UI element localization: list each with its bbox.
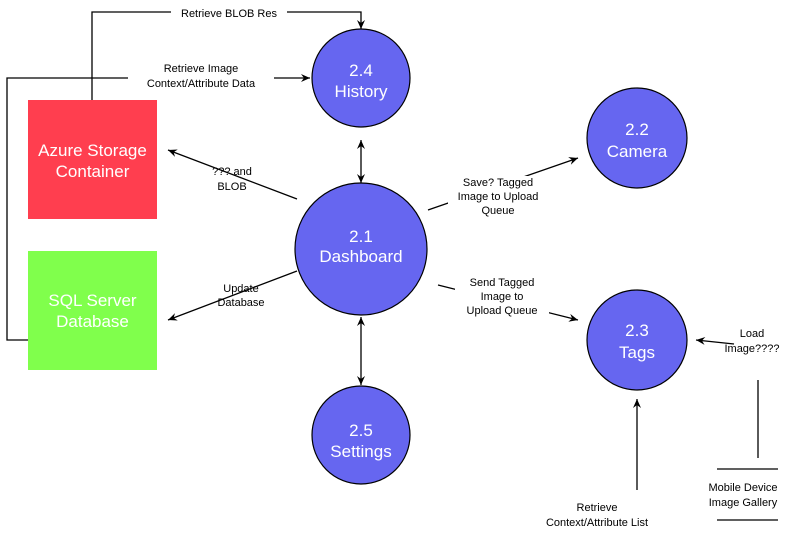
send-tagged-text-2: Image to: [481, 291, 524, 303]
update-database-text-2: Database: [217, 297, 264, 309]
label-update-database: Update Database: [217, 283, 264, 309]
flow-update-database-line: [167, 270, 298, 321]
retrieve-context-list-text-2: Context/Attribute List: [546, 517, 648, 529]
label-retrieve-image-context: Retrieve Image Context/Attribute Data: [128, 62, 274, 92]
label-q-and-blob: ??? and BLOB: [212, 166, 252, 193]
sql-server-label-1: SQL Server: [48, 291, 137, 310]
save-tagged-text-1: Save? Tagged: [463, 177, 533, 189]
settings-name: Settings: [330, 442, 391, 461]
dashboard-number: 2.1: [349, 227, 373, 246]
load-image-text-1: Load: [740, 328, 764, 340]
process-dashboard[interactable]: 2.1 Dashboard: [294, 182, 428, 316]
label-save-tagged: Save? Tagged Image to Upload Queue: [448, 176, 548, 218]
process-settings[interactable]: 2.5 Settings: [311, 385, 411, 485]
settings-number: 2.5: [349, 421, 373, 440]
send-tagged-text-3: Upload Queue: [467, 305, 538, 317]
load-image-text-2: Image????: [724, 343, 779, 355]
camera-number: 2.2: [625, 120, 649, 139]
azure-storage-container[interactable]: Azure Storage Container: [28, 100, 157, 219]
history-number: 2.4: [349, 61, 373, 80]
gallery-label-2: Image Gallery: [709, 497, 778, 509]
tags-number: 2.3: [625, 321, 649, 340]
mobile-device-image-gallery[interactable]: Mobile Device Image Gallery: [708, 468, 778, 521]
gallery-label-1: Mobile Device: [708, 482, 777, 494]
flow-q-and-blob-line: [167, 149, 298, 200]
label-load-image: Load Image????: [724, 328, 779, 355]
label-send-tagged: Send Tagged Image to Upload Queue: [455, 276, 549, 318]
history-name: History: [335, 82, 388, 101]
azure-storage-label-2: Container: [56, 162, 130, 181]
send-tagged-text-1: Send Tagged: [470, 277, 535, 289]
retrieve-blob-text: Retrieve BLOB Res: [181, 8, 277, 20]
flow-load-image-line: [695, 336, 735, 345]
label-retrieve-context-list: Retrieve Context/Attribute List: [538, 500, 658, 530]
process-tags[interactable]: 2.3 Tags: [586, 289, 688, 391]
q-and-blob-text-1: ??? and: [212, 166, 252, 178]
retrieve-image-context-text-2: Context/Attribute Data: [147, 78, 256, 90]
dashboard-name: Dashboard: [319, 247, 402, 266]
azure-storage-label-1: Azure Storage: [38, 141, 147, 160]
tags-name: Tags: [619, 343, 655, 362]
update-database-text-1: Update: [223, 283, 258, 295]
camera-name: Camera: [607, 142, 668, 161]
sql-server-database[interactable]: SQL Server Database: [28, 251, 157, 370]
save-tagged-text-2: Image to Upload: [458, 191, 539, 203]
retrieve-image-context-text-1: Retrieve Image: [164, 63, 239, 75]
sql-server-label-2: Database: [56, 312, 129, 331]
save-tagged-text-3: Queue: [481, 205, 514, 217]
q-and-blob-text-2: BLOB: [217, 181, 246, 193]
retrieve-context-list-text-1: Retrieve: [577, 502, 618, 514]
process-camera[interactable]: 2.2 Camera: [586, 87, 688, 189]
label-retrieve-blob: Retrieve BLOB Res: [171, 5, 287, 20]
process-history[interactable]: 2.4 History: [311, 28, 411, 128]
